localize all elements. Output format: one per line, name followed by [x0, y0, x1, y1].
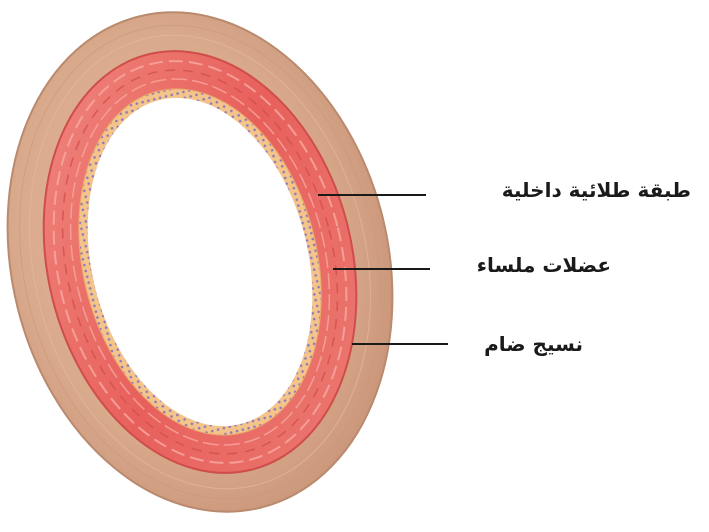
label-connective-tissue: نسيج ضام	[484, 334, 583, 354]
label-inner-epithelial-layer: طبقة طلائية داخلية	[502, 180, 691, 200]
label-smooth-muscle: عضلات ملساء	[477, 255, 611, 275]
